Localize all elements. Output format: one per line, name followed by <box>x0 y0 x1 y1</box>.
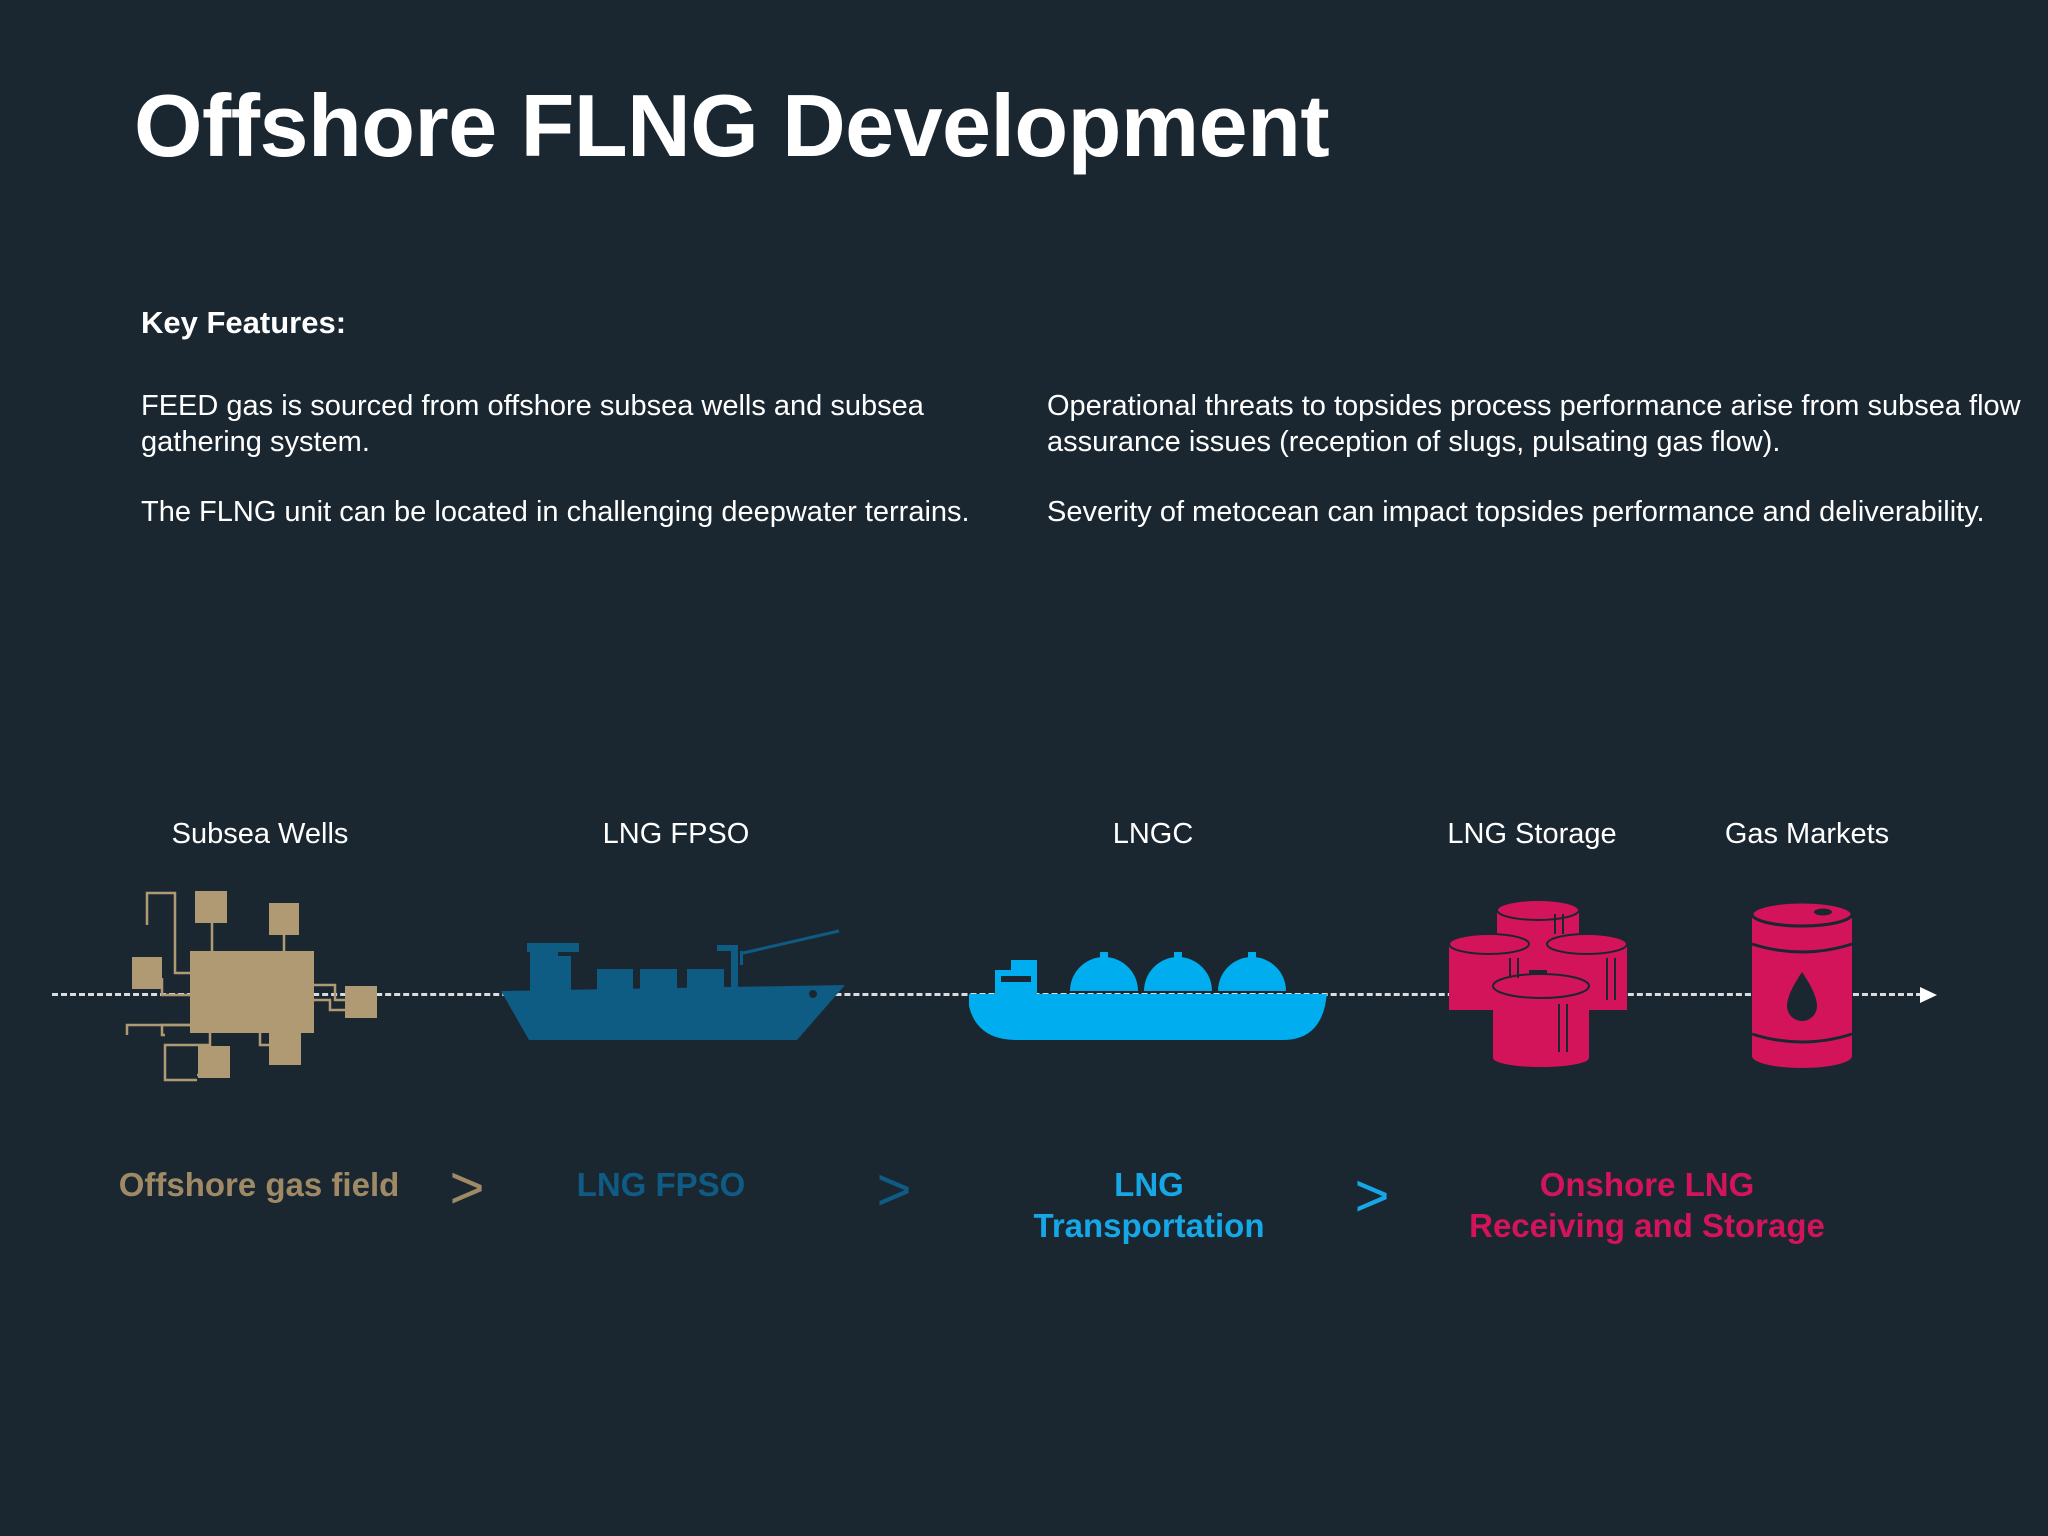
category-label: Offshore gas field <box>118 1166 400 1203</box>
lng-carrier-icon <box>969 952 1327 1040</box>
category-label: LNG FPSO <box>576 1166 746 1203</box>
feature-text: The FLNG unit can be located in challeng… <box>141 496 970 528</box>
fpso-ship-icon <box>501 929 845 1040</box>
category-label: LNG <box>1114 1166 1184 1203</box>
flow-arrow-head <box>1920 987 1937 1003</box>
key-features-right-column: Operational threats to topsides process … <box>1047 388 2027 528</box>
feature-text: Severity of metocean can impact topsides… <box>1047 496 1985 528</box>
category-label: Onshore LNG <box>1539 1166 1755 1203</box>
chevron-right-icon: > <box>1354 1162 1390 1229</box>
stage-label-gas-markets: Gas Markets <box>1724 818 1890 850</box>
key-features-left-column: FEED gas is sourced from offshore subsea… <box>141 388 991 528</box>
category-onshore-lng: Onshore LNG Receiving and Storage <box>1469 1164 1825 1246</box>
feature-text: Operational threats to topsides process … <box>1047 390 2021 458</box>
category-offshore-gas-field: Offshore gas field <box>119 1164 400 1205</box>
stage-label-lng-fpso: LNG FPSO <box>602 818 750 850</box>
stage-label-subsea-wells: Subsea Wells <box>171 818 349 850</box>
category-lng-transportation: LNG Transportation <box>1033 1164 1264 1246</box>
oil-barrel-icon <box>1750 902 1854 1068</box>
category-label: Transportation <box>1033 1207 1265 1244</box>
category-lng-fpso: LNG FPSO <box>577 1164 746 1205</box>
page-title: Offshore FLNG Development <box>134 76 1330 175</box>
stage-label-lng-storage: LNG Storage <box>1447 818 1617 850</box>
chevron-right-icon: > <box>876 1156 912 1223</box>
stage-label-lngc: LNGC <box>1112 818 1194 850</box>
subsea-wells-icon <box>125 891 377 1082</box>
chevron-right-icon: > <box>449 1154 485 1221</box>
feature-text: FEED gas is sourced from offshore subsea… <box>141 390 924 458</box>
key-features-heading: Key Features: <box>141 305 347 340</box>
storage-tanks-icon <box>1448 900 1628 1067</box>
category-label: Receiving and Storage <box>1469 1207 1825 1244</box>
